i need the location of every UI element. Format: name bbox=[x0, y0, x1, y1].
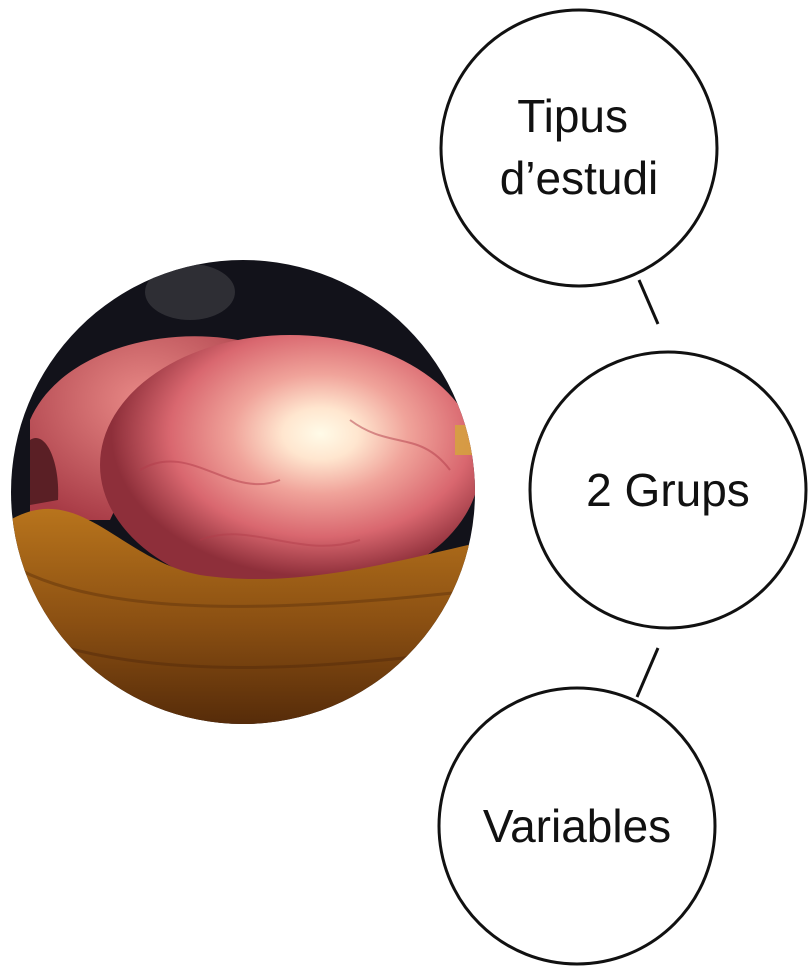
node-label-line: d’estudi bbox=[500, 152, 659, 204]
node-tipus-estudi: Tipus d’estudi bbox=[441, 10, 717, 286]
node-2-grups: 2 Grups bbox=[530, 352, 806, 628]
svg-text:2 Grups: 2 Grups bbox=[586, 464, 750, 516]
connector-grups-variables bbox=[637, 648, 658, 697]
svg-text:Variables: Variables bbox=[483, 800, 671, 852]
node-variables: Variables bbox=[439, 688, 715, 964]
connector-tipus-grups bbox=[639, 280, 658, 324]
surgical-photo bbox=[0, 250, 490, 740]
node-label-line: 2 Grups bbox=[586, 464, 750, 516]
node-label-line: Tipus bbox=[517, 90, 628, 142]
node-label-line: Variables bbox=[483, 800, 671, 852]
node-circle bbox=[441, 10, 717, 286]
